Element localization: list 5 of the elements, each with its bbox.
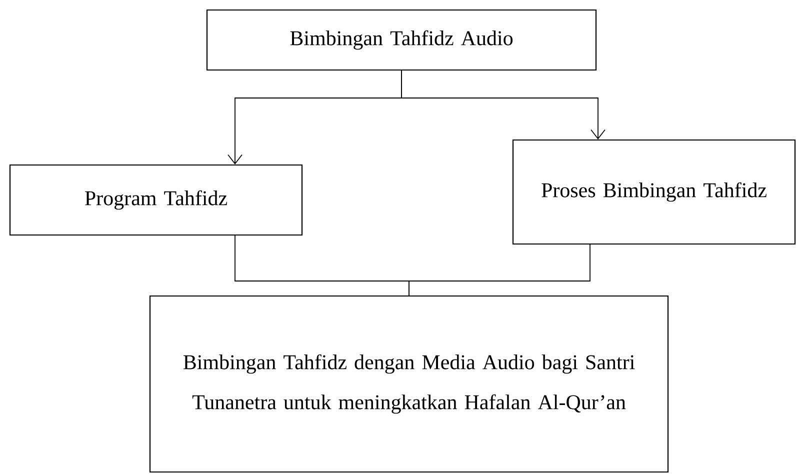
process-box: Bimbingan Tahfidz dengan Media Audio bagi Santri Tunanetra untuk meningkatkan Hafalan Al-Qur’an <box>149 295 669 473</box>
process-box: Bimbingan Tahfidz Audio <box>206 9 597 71</box>
connector-arrow <box>401 70 606 140</box>
process-box: Program Tahfidz <box>9 164 303 236</box>
process-box: Proses Bimbingan Tahfidz <box>512 139 796 245</box>
